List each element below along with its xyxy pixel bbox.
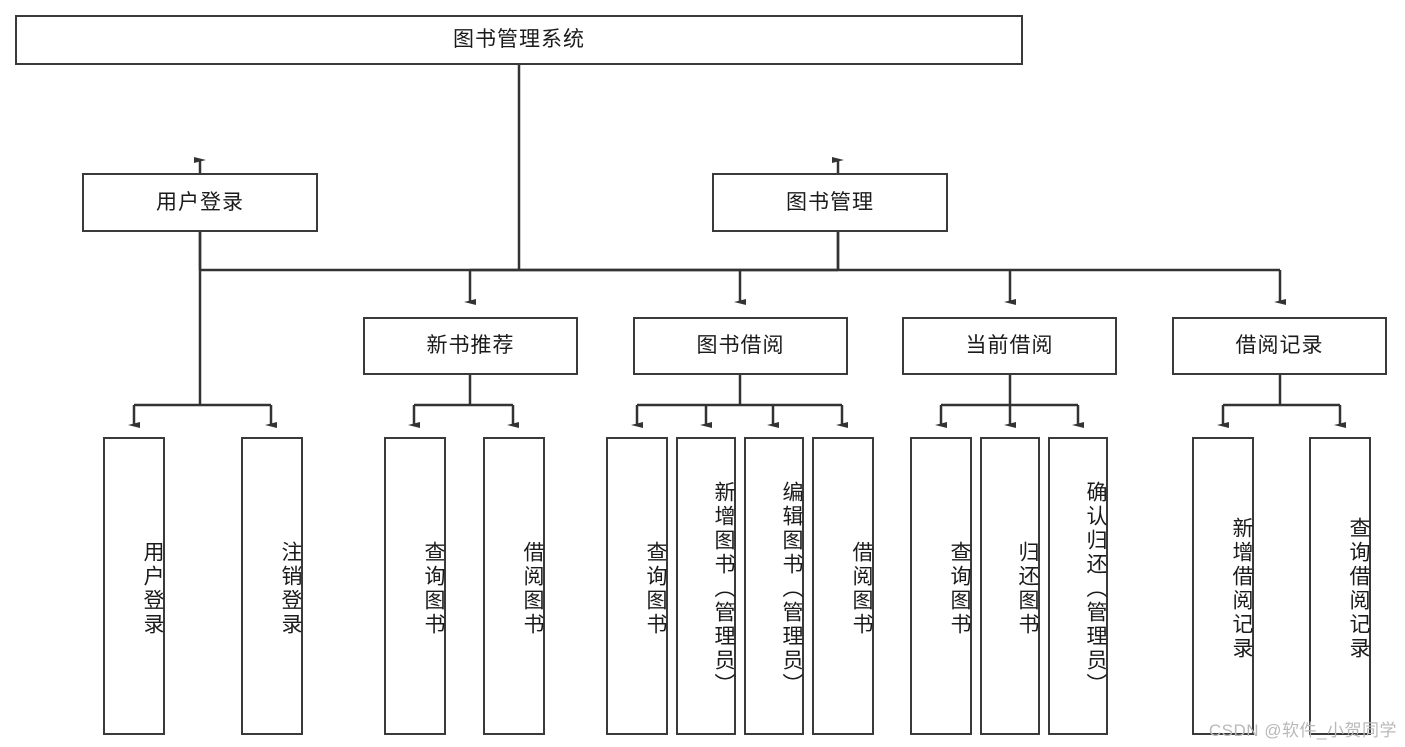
node-book-management-label: 图书管理	[786, 190, 874, 214]
leaf-query-borrow-record[interactable]: 查询借阅记录	[1309, 437, 1371, 735]
node-user-login[interactable]: 用户登录	[82, 173, 318, 232]
leaf-user-login[interactable]: 用户登录	[103, 437, 165, 735]
leaf-add-book-admin-label: 新增图书（管理员）	[712, 481, 735, 697]
leaf-confirm-return-admin[interactable]: 确认归还（管理员）	[1048, 437, 1108, 735]
leaf-query-book-current-label: 查询图书	[948, 541, 971, 637]
leaf-query-book-newbook-label: 查询图书	[422, 541, 445, 637]
leaf-query-book-borrow-label: 查询图书	[644, 541, 667, 637]
node-current-borrow-label: 当前借阅	[965, 334, 1054, 358]
node-new-book-recommend-label: 新书推荐	[426, 334, 515, 358]
leaf-return-book[interactable]: 归还图书	[980, 437, 1040, 735]
leaf-edit-book-admin-label: 编辑图书（管理员）	[780, 481, 803, 697]
leaf-borrow-book-newbook-label: 借阅图书	[521, 541, 544, 637]
leaf-edit-book-admin[interactable]: 编辑图书（管理员）	[744, 437, 804, 735]
node-root[interactable]: 图书管理系统	[15, 15, 1023, 65]
leaf-add-borrow-record-label: 新增借阅记录	[1230, 517, 1253, 661]
leaf-borrow-book-newbook[interactable]: 借阅图书	[483, 437, 545, 735]
node-new-book-recommend[interactable]: 新书推荐	[363, 317, 578, 375]
node-book-management[interactable]: 图书管理	[712, 173, 948, 232]
leaf-add-book-admin[interactable]: 新增图书（管理员）	[676, 437, 736, 735]
node-current-borrow[interactable]: 当前借阅	[902, 317, 1117, 375]
node-borrow-records-label: 借阅记录	[1235, 334, 1324, 358]
node-book-borrow[interactable]: 图书借阅	[633, 317, 848, 375]
leaf-borrow-book-label: 借阅图书	[850, 541, 873, 637]
node-root-label: 图书管理系统	[453, 28, 585, 52]
leaf-return-book-label: 归还图书	[1016, 541, 1039, 637]
leaf-query-book-borrow[interactable]: 查询图书	[606, 437, 668, 735]
leaf-confirm-return-admin-label: 确认归还（管理员）	[1084, 481, 1107, 697]
watermark-text: CSDN @软件_小贺同学	[1208, 721, 1397, 740]
leaf-user-login-label: 用户登录	[141, 541, 164, 637]
leaf-query-book-current[interactable]: 查询图书	[910, 437, 972, 735]
node-user-login-label: 用户登录	[156, 190, 244, 214]
leaf-logout[interactable]: 注销登录	[241, 437, 303, 735]
node-borrow-records[interactable]: 借阅记录	[1172, 317, 1387, 375]
leaf-logout-label: 注销登录	[279, 541, 302, 637]
node-book-borrow-label: 图书借阅	[696, 334, 785, 358]
leaf-query-borrow-record-label: 查询借阅记录	[1347, 517, 1370, 661]
leaf-borrow-book[interactable]: 借阅图书	[812, 437, 874, 735]
leaf-add-borrow-record[interactable]: 新增借阅记录	[1192, 437, 1254, 735]
leaf-query-book-newbook[interactable]: 查询图书	[384, 437, 446, 735]
